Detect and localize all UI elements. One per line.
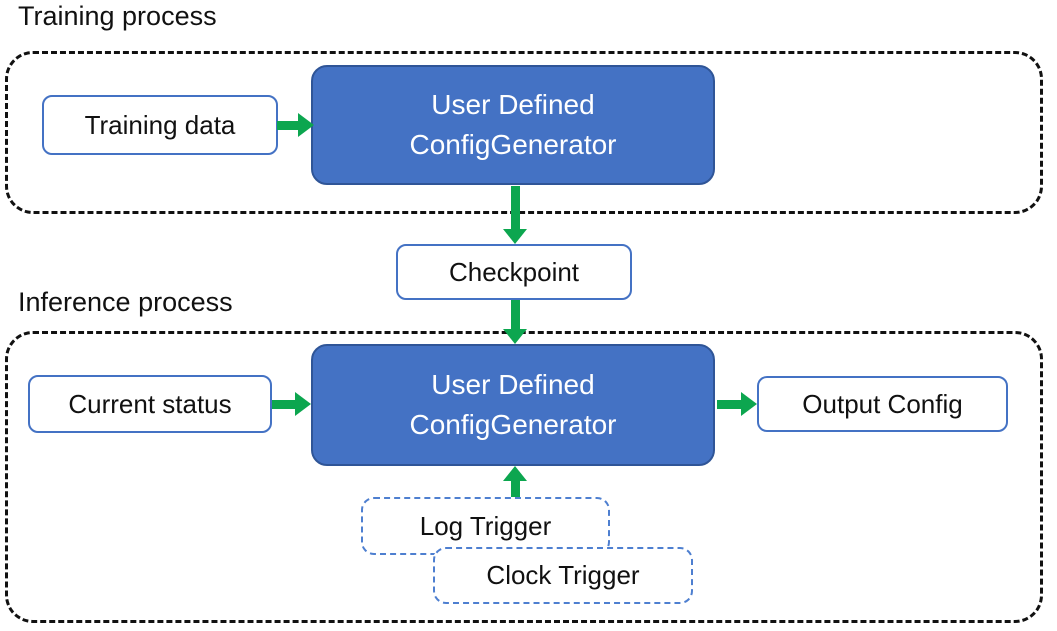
config-generator-label-line1: User Defined: [431, 89, 595, 120]
log-trigger-box: Log Trigger: [361, 497, 610, 555]
clock-trigger-label: Clock Trigger: [486, 560, 640, 590]
output-config-box: Output Config: [757, 376, 1008, 432]
current-status-box: Current status: [28, 375, 272, 433]
checkpoint-box: Checkpoint: [396, 244, 632, 300]
current-status-label: Current status: [68, 388, 232, 419]
config-generator-training-box: User Defined ConfigGenerator: [311, 65, 715, 185]
config-generator-label-line2: ConfigGenerator: [409, 409, 617, 440]
arrow-right-icon: [272, 392, 311, 416]
arrow-right-icon: [277, 113, 314, 137]
checkpoint-label: Checkpoint: [448, 256, 580, 287]
training-data-label: Training data: [84, 109, 236, 140]
training-process-label: Training process: [18, 1, 217, 31]
clock-trigger-box: Clock Trigger: [433, 547, 693, 604]
training-data-box: Training data: [42, 95, 278, 155]
config-generator-inference-box: User Defined ConfigGenerator: [311, 344, 715, 466]
arrow-up-icon: [503, 466, 527, 497]
training-process-container: [5, 51, 1043, 214]
config-generator-label-line2: ConfigGenerator: [409, 129, 617, 160]
output-config-label: Output Config: [802, 388, 963, 419]
arrow-down-icon: [503, 300, 527, 344]
inference-process-label: Inference process: [18, 287, 233, 317]
log-trigger-label: Log Trigger: [419, 510, 552, 541]
arrow-down-icon: [503, 186, 527, 244]
config-generator-label-line1: User Defined: [431, 369, 595, 400]
arrow-right-icon: [717, 392, 757, 416]
